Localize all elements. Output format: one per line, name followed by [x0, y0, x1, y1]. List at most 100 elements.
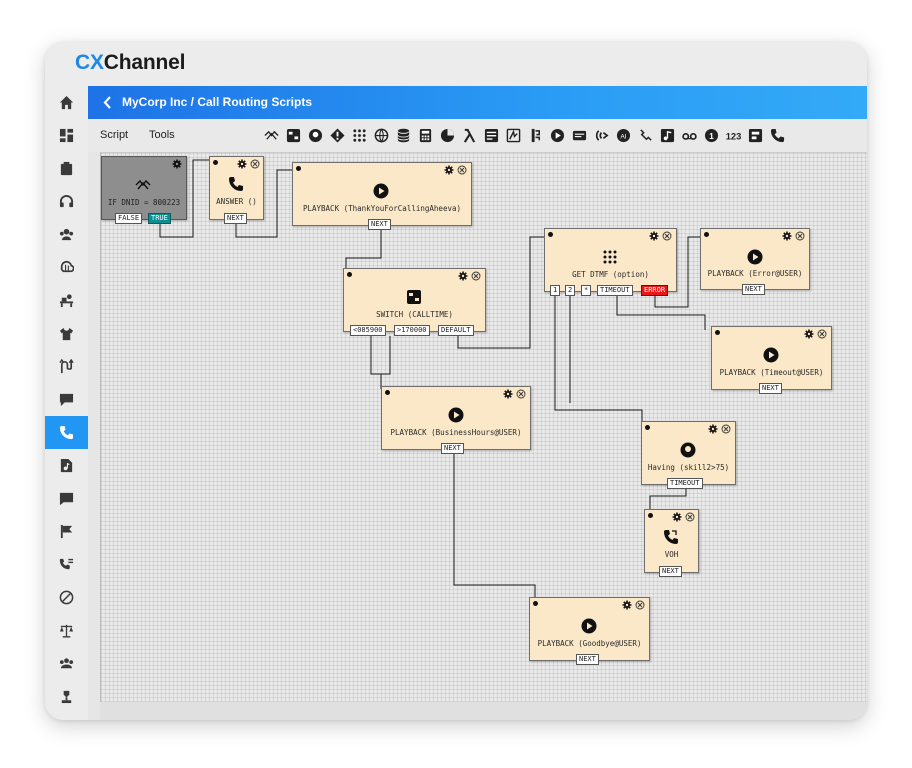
- shirt-icon[interactable]: [45, 317, 88, 350]
- database-icon[interactable]: [395, 127, 412, 144]
- gear-icon[interactable]: [622, 600, 632, 610]
- queue-icon[interactable]: [747, 127, 764, 144]
- close-icon[interactable]: [457, 165, 467, 175]
- gear-icon[interactable]: [503, 389, 513, 399]
- brain-icon[interactable]: [45, 251, 88, 284]
- number-icon[interactable]: 1: [703, 127, 720, 144]
- node-playback-business[interactable]: PLAYBACK (BusinessHours@USER): [381, 386, 531, 450]
- port-default[interactable]: DEFAULT: [438, 325, 474, 336]
- port-timeout[interactable]: TIMEOUT: [667, 478, 703, 489]
- input-connector[interactable]: [385, 390, 390, 395]
- speech-icon[interactable]: [593, 127, 610, 144]
- close-icon[interactable]: [635, 600, 645, 610]
- calculator-icon[interactable]: [417, 127, 434, 144]
- gear-icon[interactable]: [672, 512, 682, 522]
- audio-icon[interactable]: [659, 127, 676, 144]
- podium-icon[interactable]: [45, 680, 88, 713]
- input-connector[interactable]: [715, 330, 720, 335]
- gear-icon[interactable]: [804, 329, 814, 339]
- gear-icon[interactable]: [458, 271, 468, 281]
- node-voh[interactable]: VOH: [644, 509, 699, 573]
- node-answer[interactable]: ANSWER (): [209, 156, 264, 220]
- node-playback-thanks[interactable]: PLAYBACK (ThankYouForCallingAheeva): [292, 162, 472, 226]
- headset-icon[interactable]: [45, 185, 88, 218]
- port-next[interactable]: NEXT: [224, 213, 247, 224]
- audio-file-icon[interactable]: [45, 449, 88, 482]
- dial-icon[interactable]: [637, 127, 654, 144]
- port-next[interactable]: NEXT: [441, 443, 464, 454]
- phone-action-icon[interactable]: [769, 127, 786, 144]
- port-next[interactable]: NEXT: [759, 383, 782, 394]
- port-next[interactable]: NEXT: [368, 219, 391, 230]
- node-having-skill[interactable]: Having (skill2>75): [641, 421, 736, 485]
- close-icon[interactable]: [795, 231, 805, 241]
- input-connector[interactable]: [296, 166, 301, 171]
- users-icon[interactable]: [45, 218, 88, 251]
- clipboard-icon[interactable]: [45, 152, 88, 185]
- port-next[interactable]: NEXT: [742, 284, 765, 295]
- node-get-dtmf[interactable]: GET DTMF (option): [544, 228, 677, 292]
- node-if-dnid[interactable]: IF DNID = 800223: [101, 156, 187, 220]
- skill-icon[interactable]: [307, 127, 324, 144]
- input-connector[interactable]: [213, 160, 218, 165]
- node-switch[interactable]: SWITCH (CALLTIME): [343, 268, 486, 332]
- node-playback-timeout[interactable]: PLAYBACK (Timeout@USER): [711, 326, 832, 390]
- gear-icon[interactable]: [782, 231, 792, 241]
- port-false[interactable]: FALSE: [115, 213, 143, 224]
- close-icon[interactable]: [685, 512, 695, 522]
- routing-icon[interactable]: [45, 350, 88, 383]
- home-icon[interactable]: [45, 86, 88, 119]
- input-connector[interactable]: [704, 232, 709, 237]
- voicemail-icon[interactable]: [681, 127, 698, 144]
- close-icon[interactable]: [250, 159, 260, 169]
- dtmf-icon[interactable]: [351, 127, 368, 144]
- close-icon[interactable]: [817, 329, 827, 339]
- port-error[interactable]: ERROR: [641, 285, 669, 296]
- input-connector[interactable]: [645, 425, 650, 430]
- switch-icon[interactable]: [285, 127, 302, 144]
- list-icon[interactable]: [483, 127, 500, 144]
- decision-icon[interactable]: [329, 127, 346, 144]
- port-before-085900[interactable]: <085900: [350, 325, 386, 336]
- message-icon[interactable]: [45, 482, 88, 515]
- chevron-left-icon[interactable]: [102, 96, 114, 109]
- close-icon[interactable]: [516, 389, 526, 399]
- input-connector[interactable]: [548, 232, 553, 237]
- lambda-icon[interactable]: [461, 127, 478, 144]
- gear-icon[interactable]: [649, 231, 659, 241]
- input-connector[interactable]: [648, 513, 653, 518]
- scale-icon[interactable]: [45, 614, 88, 647]
- phone-icon[interactable]: [45, 416, 88, 449]
- port-true[interactable]: TRUE: [148, 213, 171, 224]
- chat-icon[interactable]: [45, 383, 88, 416]
- pie-icon[interactable]: [439, 127, 456, 144]
- tts-icon[interactable]: [571, 127, 588, 144]
- input-connector[interactable]: [533, 601, 538, 606]
- gear-icon[interactable]: [444, 165, 454, 175]
- menu-tools[interactable]: Tools: [149, 129, 175, 141]
- group-icon[interactable]: [45, 647, 88, 680]
- dashboard-icon[interactable]: [45, 119, 88, 152]
- port-2[interactable]: 2: [565, 285, 576, 296]
- port-1[interactable]: 1: [550, 285, 561, 296]
- gear-icon[interactable]: [708, 424, 718, 434]
- close-icon[interactable]: [721, 424, 731, 434]
- condition-icon[interactable]: [263, 127, 280, 144]
- digits-icon[interactable]: 123: [725, 127, 742, 144]
- node-playback-error[interactable]: PLAYBACK (Error@USER): [700, 228, 810, 290]
- web-icon[interactable]: [373, 127, 390, 144]
- port-star[interactable]: *: [581, 285, 592, 296]
- port-next[interactable]: NEXT: [576, 654, 599, 665]
- call-list-icon[interactable]: [45, 548, 88, 581]
- function-icon[interactable]: [505, 127, 522, 144]
- node-playback-goodbye[interactable]: PLAYBACK (Goodbye@USER): [529, 597, 650, 661]
- menu-script[interactable]: Script: [100, 129, 129, 141]
- agent-desk-icon[interactable]: [45, 284, 88, 317]
- block-icon[interactable]: [45, 581, 88, 614]
- close-icon[interactable]: [662, 231, 672, 241]
- flag-icon[interactable]: [45, 515, 88, 548]
- port-next[interactable]: NEXT: [659, 566, 682, 577]
- gear-icon[interactable]: [172, 159, 182, 169]
- port-after-170000[interactable]: >170000: [394, 325, 430, 336]
- port-timeout[interactable]: TIMEOUT: [597, 285, 633, 296]
